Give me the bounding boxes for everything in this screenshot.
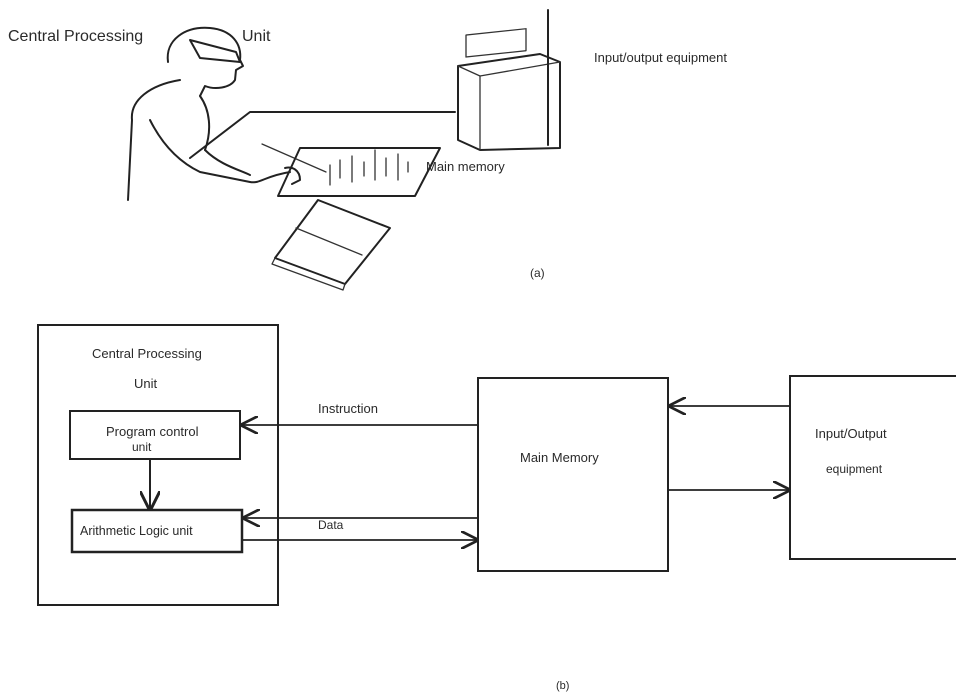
cpu-box — [38, 325, 278, 605]
caption-b: (b) — [556, 680, 569, 692]
main-memory-label-b: Main Memory — [520, 450, 599, 465]
cpu-title-line1: Central Processing — [92, 346, 202, 361]
io-label-line1: Input/Output — [815, 426, 887, 441]
main-memory-box — [478, 378, 668, 571]
program-control-line1: Program control — [106, 424, 198, 439]
data-label: Data — [318, 518, 343, 532]
program-control-line2: unit — [132, 440, 151, 454]
io-label-line2: equipment — [826, 462, 882, 476]
instruction-label: Instruction — [318, 401, 378, 416]
alu-label: Arithmetic Logic unit — [80, 524, 193, 538]
cpu-title-line2: Unit — [134, 376, 157, 391]
